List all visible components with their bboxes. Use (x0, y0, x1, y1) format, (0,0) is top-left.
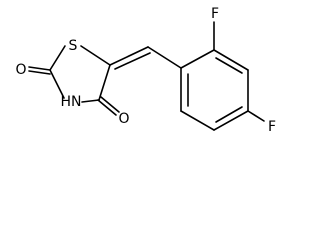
aromatic-inner-3 (215, 106, 243, 123)
methylidene-bridge (109, 46, 182, 70)
bond-c4-c5 (98, 64, 111, 101)
sulfur-atom-label: S (69, 38, 78, 54)
bond-s-c2 (49, 45, 66, 71)
bond-ar2-ar3 (213, 49, 249, 71)
bond-ch-aryl (147, 46, 182, 69)
bond-n-c4 (81, 99, 100, 103)
bond-c4-o-double-b (100, 96, 120, 113)
bond-c5-ch-double-b (114, 52, 151, 70)
bond-c5-ch-double-a (109, 46, 149, 66)
bond-ar4-f (247, 110, 265, 122)
oxygen-c4-atom-label: O (118, 111, 129, 127)
bond-c2-n (49, 69, 65, 99)
bond-c2-o-double-b (28, 70, 51, 75)
thiazolidinedione-ring (28, 45, 120, 116)
bond-c4-o-double-a (97, 99, 117, 116)
oxygen-c2-atom-label: O (15, 62, 26, 78)
bond-ar4-ar5 (213, 110, 249, 131)
bond-s-c5 (80, 45, 111, 66)
bond-c2-o-double-a (28, 66, 51, 71)
fluorine-ortho-atom-label: F (211, 6, 219, 22)
molecule-structure: S HN O O F F (15, 6, 276, 135)
difluorophenyl-ring (180, 21, 265, 131)
atom-labels: S HN O O F F (15, 6, 276, 135)
bond-ar1-ar2 (180, 49, 215, 69)
bond-ar5-ar6 (180, 110, 215, 131)
aromatic-inner-2 (215, 57, 243, 74)
fluorine-para-atom-label: F (268, 119, 276, 135)
nitrogen-atom-label: HN (61, 94, 82, 110)
